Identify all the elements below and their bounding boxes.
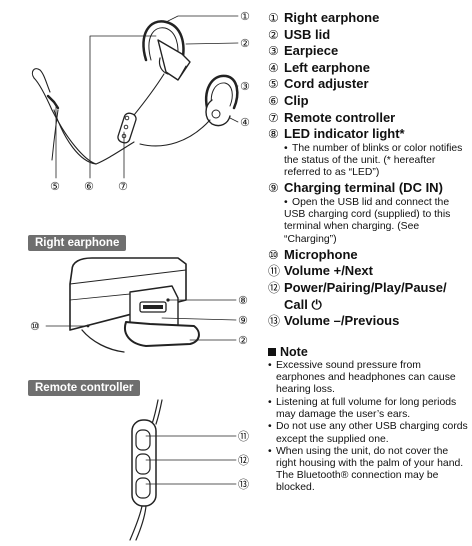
part-number: ④ [268, 60, 279, 75]
part-label: LED indicator light* [284, 126, 405, 142]
callout-9: ⑨ [238, 314, 248, 327]
part-number: ⑫ [268, 280, 281, 295]
part-description: •The number of blinks or color notifies … [284, 142, 463, 179]
part-number: ⑬ [268, 314, 281, 329]
part-label: Power/Pairing/Play/Pause/ Call ⏻ [284, 279, 447, 312]
part-item: ② USB lid [268, 27, 468, 44]
part-label: Charging terminal (DC IN) [284, 180, 443, 196]
part-label: Volume –/Previous [284, 313, 400, 329]
part-item: ⑦ Remote controller [268, 110, 468, 127]
part-item: ① Right earphone [268, 10, 468, 27]
parts-list: ① Right earphone ② USB lid ③ Earpiece ④ Left… [268, 10, 468, 330]
part-description-text: Open the USB lid and connect the USB cha… [284, 196, 451, 245]
callout-10: ⑩ [30, 320, 40, 333]
callout-5: ⑤ [50, 180, 60, 193]
part-label: Right earphone [284, 10, 380, 25]
part-item: ⑤ Cord adjuster [268, 76, 468, 93]
note-list: Excessive sound pressure from earphones … [268, 360, 468, 495]
callout-7: ⑦ [118, 180, 128, 193]
right-earphone-closeup-drawing [45, 257, 237, 353]
remote-controller-drawing [117, 112, 137, 144]
part-number: ⑪ [268, 264, 281, 279]
remote-closeup-drawing [129, 399, 237, 541]
note-heading: Note [268, 344, 468, 360]
part-label: Clip [284, 92, 309, 108]
callout-4: ④ [240, 116, 250, 129]
part-number: ① [268, 11, 279, 25]
part-item: ⑥ Clip [268, 93, 468, 110]
callout-13: ⑬ [238, 478, 249, 491]
earphone-overview-drawing [31, 15, 239, 179]
part-label: Left earphone [284, 59, 370, 75]
callout-12: ⑫ [238, 454, 249, 467]
part-item: ④ Left earphone [268, 60, 468, 77]
note-item: Do not use any other USB charging cords … [268, 421, 468, 445]
part-number: ② [268, 27, 279, 42]
part-label: Remote controller [284, 109, 396, 125]
note-title: Note [280, 345, 308, 359]
part-label: Cord adjuster [284, 76, 369, 92]
part-label: Earpiece [284, 43, 339, 59]
note-item: Listening at full volume for long period… [268, 397, 468, 421]
callout-1: ① [240, 10, 250, 23]
square-bullet-icon [268, 348, 276, 356]
part-number: ⑥ [268, 93, 279, 108]
part-description-text: The number of blinks or color notifies t… [284, 142, 463, 179]
part-number: ⑦ [268, 110, 279, 125]
callout-3: ③ [240, 80, 250, 93]
part-label: Microphone [284, 246, 358, 262]
part-number: ⑤ [268, 77, 279, 92]
right-earphone-drawing [142, 20, 191, 81]
part-label: USB lid [284, 26, 331, 42]
note-item: When using the unit, do not cover the ri… [268, 446, 468, 494]
note-item: Excessive sound pressure from earphones … [268, 360, 468, 396]
part-number: ⑨ [268, 181, 279, 196]
part-item: ⑨ Charging terminal (DC IN) [268, 180, 468, 197]
callout-6: ⑥ [84, 180, 94, 193]
part-item: ③ Earpiece [268, 43, 468, 60]
left-earphone-drawing [205, 74, 239, 127]
callout-2b: ② [238, 334, 248, 347]
callout-2: ② [240, 37, 250, 50]
callout-8: ⑧ [238, 294, 248, 307]
note-box: Note Excessive sound pressure from earph… [268, 344, 468, 495]
part-item: ⑧ LED indicator light* [268, 126, 468, 143]
section-badge-right-earphone: Right earphone [28, 235, 127, 251]
part-number: ③ [268, 44, 279, 59]
part-number: ⑩ [268, 247, 279, 262]
part-number: ⑧ [268, 127, 279, 142]
part-label: Volume +/Next [284, 263, 373, 279]
callout-11: ⑪ [238, 430, 249, 443]
part-item: ⑩ Microphone [268, 247, 468, 264]
part-description: •Open the USB lid and connect the USB ch… [284, 196, 451, 245]
section-badge-remote-controller: Remote controller [28, 380, 141, 396]
